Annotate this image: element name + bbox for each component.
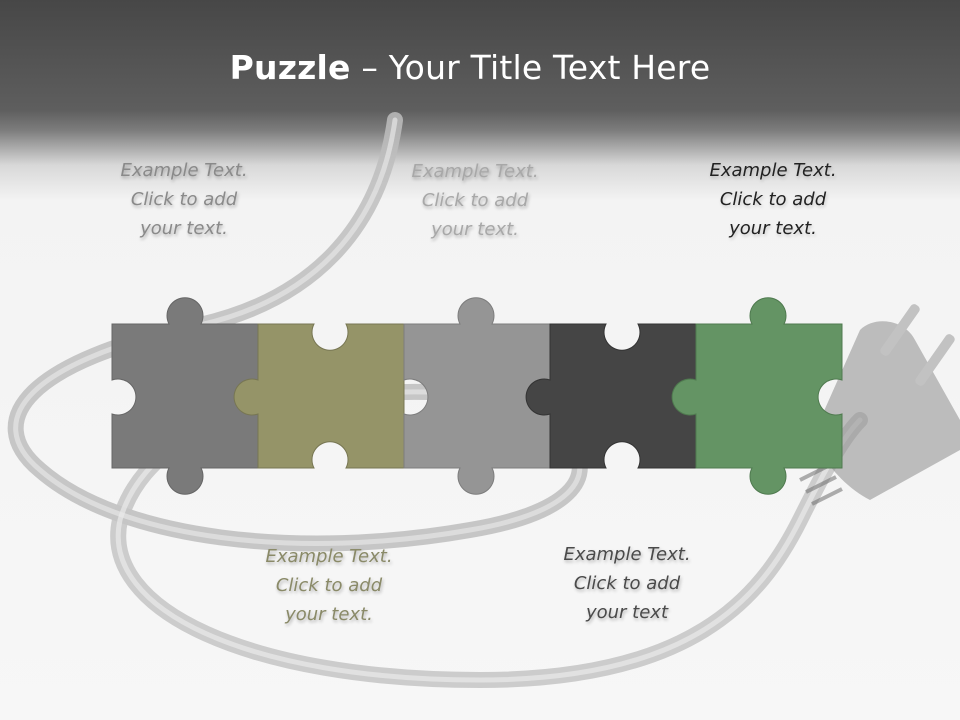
- page-title[interactable]: Puzzle – Your Title Text Here: [0, 48, 940, 87]
- caption-1[interactable]: Example Text. Click to add your text.: [84, 156, 284, 243]
- puzzle-piece-5[interactable]: [671, 297, 843, 495]
- puzzle-piece-1[interactable]: [111, 297, 259, 495]
- caption-5-line-1: Example Text.: [709, 160, 837, 181]
- caption-2[interactable]: Example Text. Click to add your text.: [229, 542, 429, 629]
- caption-5[interactable]: Example Text. Click to add your text.: [673, 156, 873, 243]
- caption-4-line-1: Example Text.: [563, 544, 691, 565]
- caption-3[interactable]: Example Text. Click to add your text.: [375, 157, 575, 244]
- caption-5-line-2: Click to add: [719, 189, 827, 210]
- puzzle-piece-2[interactable]: [233, 323, 405, 469]
- caption-2-line-1: Example Text.: [265, 546, 393, 567]
- caption-2-line-2: Click to add: [275, 575, 383, 596]
- title-bold: Puzzle: [229, 48, 351, 87]
- caption-3-line-1: Example Text.: [411, 161, 539, 182]
- caption-2-line-3: your text.: [285, 604, 373, 625]
- title-rest: – Your Title Text Here: [350, 48, 711, 87]
- caption-4[interactable]: Example Text. Click to add your text: [527, 540, 727, 627]
- caption-1-line-2: Click to add: [130, 189, 238, 210]
- puzzle-piece-3[interactable]: [403, 297, 551, 495]
- caption-1-line-1: Example Text.: [120, 160, 248, 181]
- caption-3-line-2: Click to add: [421, 190, 529, 211]
- caption-3-line-3: your text.: [431, 219, 519, 240]
- plug-icon: [799, 304, 960, 506]
- caption-4-line-2: Click to add: [573, 573, 681, 594]
- caption-1-line-3: your text.: [140, 218, 228, 239]
- puzzle-piece-4[interactable]: [525, 323, 697, 469]
- caption-4-line-3: your text: [585, 602, 669, 623]
- caption-5-line-3: your text.: [729, 218, 817, 239]
